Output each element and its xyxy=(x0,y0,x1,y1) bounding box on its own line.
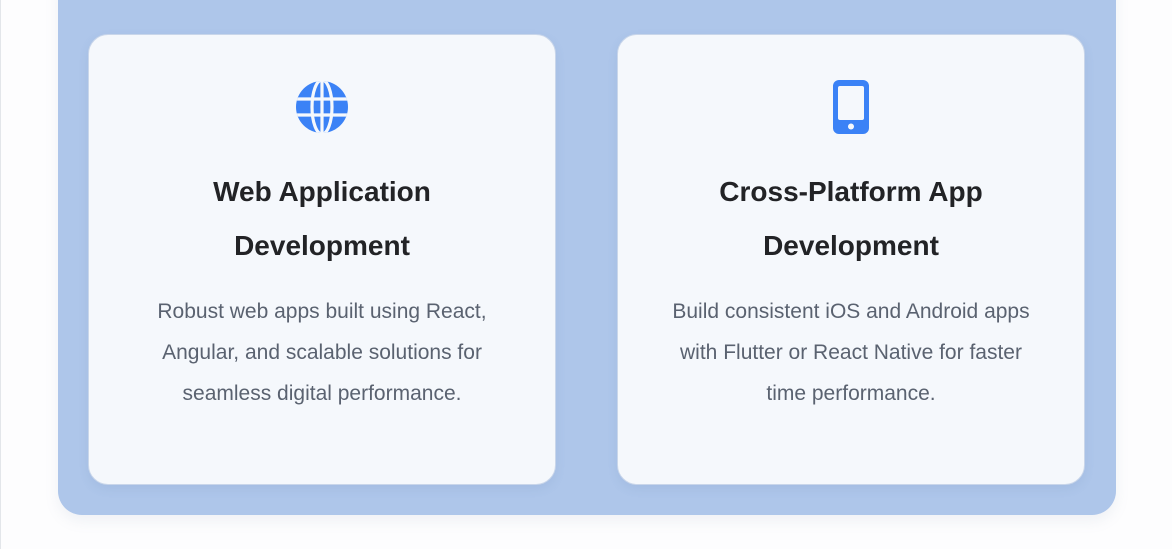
services-panel: Web Application Development Robust web a… xyxy=(58,0,1116,515)
mobile-phone-icon xyxy=(823,79,879,135)
service-description: Build consistent iOS and Android apps wi… xyxy=(672,300,1030,405)
service-title: Cross-Platform App Development xyxy=(719,176,983,261)
service-title: Web Application Development xyxy=(213,176,431,261)
service-description: Robust web apps built using React, Angul… xyxy=(157,300,487,405)
globe-icon xyxy=(294,79,350,135)
service-card-web-application[interactable]: Web Application Development Robust web a… xyxy=(88,34,556,485)
service-card-cross-platform[interactable]: Cross-Platform App Development Build con… xyxy=(617,34,1085,485)
